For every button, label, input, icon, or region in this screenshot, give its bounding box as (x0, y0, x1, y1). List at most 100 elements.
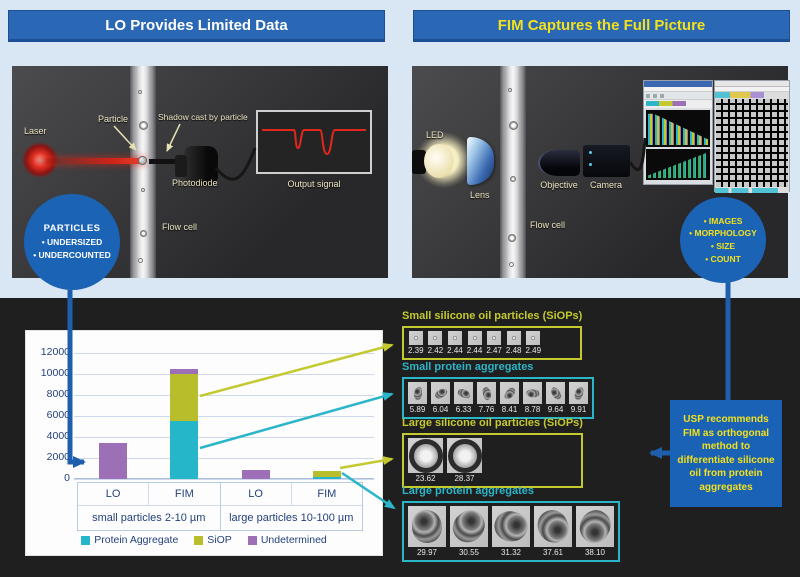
led-label: LED (426, 130, 444, 140)
particle-size-value: 5.89 (409, 405, 426, 414)
y-tick-label: 2000 (46, 451, 70, 463)
particle-in-beam (138, 156, 147, 165)
lo-callout-circle: PARTICLES • UNDERSIZED• UNDERCOUNTED (24, 194, 120, 290)
objective-label: Objective (540, 180, 578, 190)
software-window-thumbnails (714, 80, 790, 193)
particle-shape (548, 385, 563, 401)
led-bulb (424, 144, 454, 178)
bar-segment-undetermined (99, 443, 127, 479)
objective-device (538, 150, 580, 176)
category-label: LO (220, 483, 292, 506)
particle-cell: 7.76 (477, 382, 496, 414)
lens-label: Lens (470, 190, 490, 200)
window-toolbar (644, 92, 712, 100)
output-signal-label: Output signal (287, 179, 341, 189)
particle-size-value: 2.44 (466, 346, 483, 355)
particle-size-value: 2.42 (427, 346, 444, 355)
legend-label: SiOP (207, 534, 232, 546)
bubble (138, 90, 142, 94)
legend-label: Protein Aggregate (94, 534, 179, 546)
shadow-label: Shadow cast by particle (158, 112, 248, 122)
strip-small-siops: Small silicone oil particles (SiOPs) 2.3… (402, 310, 583, 360)
window-legend-strip (644, 100, 712, 108)
particle-thumbnail (576, 506, 614, 547)
particle-size-value: 8.41 (501, 405, 518, 414)
particle-shape (502, 385, 517, 401)
particle-thumbnail (500, 382, 519, 404)
particle-thumbnail (431, 382, 450, 404)
legend-item: SiOP (194, 534, 232, 546)
window-menubar (715, 87, 789, 92)
particle-cell: 8.78 (523, 382, 542, 414)
chart-gridline (74, 458, 374, 459)
particle-cell: 23.62 (408, 438, 443, 483)
particle-cell: 37.61 (534, 506, 572, 557)
chart-gridline (74, 395, 374, 396)
particle-shape (573, 385, 584, 401)
lo-flowcell-label: Flow cell (162, 222, 198, 232)
particle-thumbnail (428, 331, 443, 345)
strip-title: Large protein aggregates (402, 485, 535, 497)
photodiode-device (175, 146, 218, 186)
chart-gridline (74, 374, 374, 375)
group-label: large particles 10-100 µm (229, 512, 354, 524)
particle-size-value: 6.33 (455, 405, 472, 414)
particle-thumbnail (523, 382, 542, 404)
callout-bullet: • MORPHOLOGY (689, 228, 757, 239)
particle-cell: 38.10 (576, 506, 614, 557)
callout-bullet: • UNDERSIZED (41, 236, 103, 247)
strip-large-siops: Large silicone oil particles (SiOPs) 23.… (402, 417, 583, 488)
legend-swatch (247, 535, 257, 545)
particle-shape (413, 386, 422, 400)
particle-size-value: 8.78 (524, 405, 541, 414)
particle-cell: 2.47 (486, 331, 502, 355)
lo-flow-cell-tube (130, 66, 156, 278)
chart-gridline (74, 353, 374, 354)
bubble (508, 234, 516, 242)
window-titlebar (644, 81, 712, 87)
particle-thumbnail (487, 331, 502, 345)
led-base (412, 150, 426, 174)
particle-thumbnail (477, 382, 496, 404)
lo-header-banner: LO Provides Limited Data (8, 10, 385, 40)
bar-segment-protein-aggregate (170, 421, 198, 479)
lens-element (467, 137, 494, 185)
particle-cell: 2.39 (408, 331, 424, 355)
laser-label: Laser (24, 126, 47, 136)
particle-cell: 8.41 (500, 382, 519, 414)
bar-segment-protein-aggregate (313, 477, 341, 479)
bubble (141, 188, 145, 192)
callout-bullet: • SIZE (710, 241, 736, 251)
particle-size-value: 30.55 (458, 548, 480, 557)
callout-bullet: • COUNT (705, 253, 741, 264)
fim-callout-items: • IMAGES• MORPHOLOGY• SIZE• COUNT (689, 215, 757, 266)
particle-cell: 5.89 (408, 382, 427, 414)
chart-gridline (74, 479, 374, 480)
shadow-beam (149, 159, 187, 164)
size-histogram (646, 110, 710, 147)
particle-size-value: 37.61 (542, 548, 564, 557)
strip-image-box: 23.62 28.37 (402, 433, 583, 488)
bar-segment-siop (313, 471, 341, 478)
y-tick-label: 4000 (46, 430, 70, 442)
particle-cell: 9.64 (546, 382, 565, 414)
legend-item: Protein Aggregate (81, 534, 178, 546)
bubble (508, 88, 512, 92)
count-histogram (646, 149, 710, 180)
particle-cell: 6.33 (454, 382, 473, 414)
window-status-bar (715, 188, 789, 193)
bubble (139, 121, 148, 130)
legend-swatch (81, 535, 91, 545)
particle-shape (492, 507, 530, 546)
particle-cell: 29.97 (408, 506, 446, 557)
bar-segment-undetermined (170, 369, 198, 374)
particle-thumbnail (526, 331, 541, 345)
particle-size-value: 28.37 (454, 474, 475, 483)
y-tick-label: 12000 (40, 346, 70, 358)
particle-size-value: 9.64 (547, 405, 564, 414)
strip-title: Small protein aggregates (402, 361, 534, 373)
output-signal-scope (256, 110, 372, 174)
